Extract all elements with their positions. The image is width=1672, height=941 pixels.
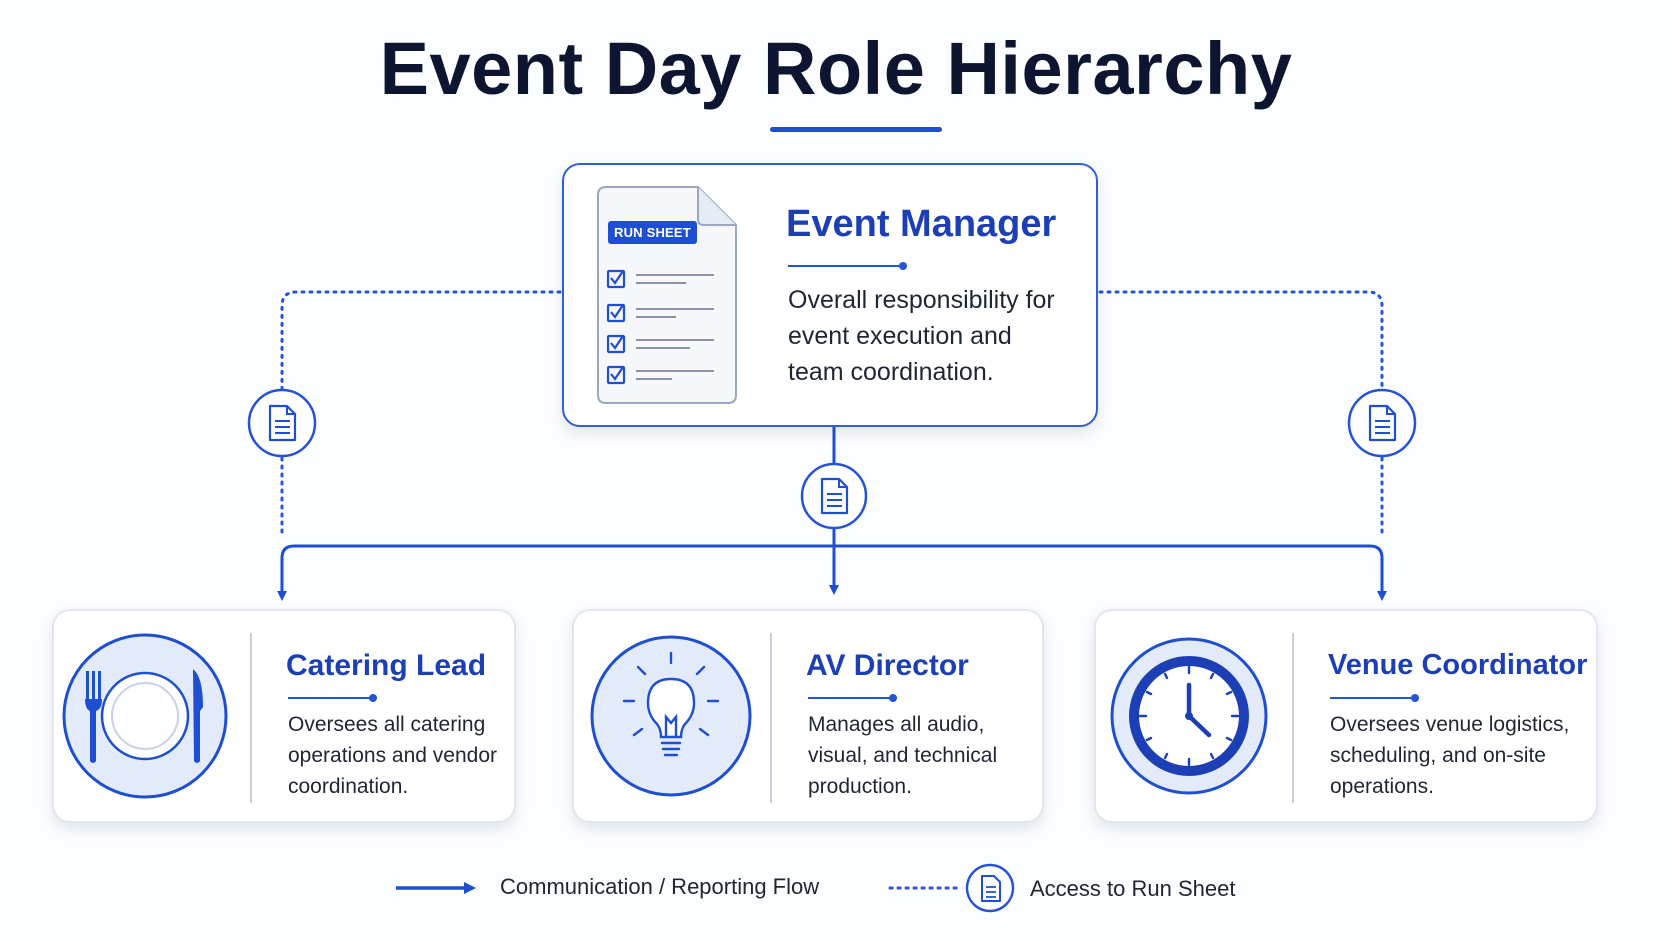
catering-lead-description: Oversees all catering operations and ven… [288,713,497,798]
legend-dotted-label: Access to Run Sheet [1030,876,1236,901]
venue-coordinator-card: Venue Coordinator Oversees venue logisti… [1094,609,1598,823]
catering-divider [250,633,252,803]
clock-icon [1110,637,1268,795]
run-sheet-document-icon [597,186,737,404]
av-divider [770,633,772,803]
av-director-card: AV Director Manages all audio, visual, a… [572,609,1044,823]
run-sheet-label: RUN SHEET [608,221,697,244]
av-director-heading: AV Director [806,649,969,682]
venue-coordinator-heading: Venue Coordinator [1328,649,1588,681]
catering-lead-heading: Catering Lead [286,649,487,682]
catering-lead-rule [288,694,377,702]
plate-fork-knife-icon [62,633,228,799]
event-manager-card: RUN SHEET Event Manager Overall responsi… [562,163,1098,427]
run-sheet-access-badge-left [247,388,317,458]
venue-coordinator-rule [1330,694,1419,702]
legend-solid-label: Communication / Reporting Flow [500,874,820,899]
lightbulb-icon [590,635,752,797]
catering-lead-card: Catering Lead Oversees all catering oper… [52,609,516,823]
event-manager-description: Overall responsibility for event executi… [788,286,1055,386]
legend-markers [396,863,1015,913]
page-title: Event Day Role Hierarchy [379,27,1293,110]
reporting-line-horizontal [280,544,1384,590]
dotted-access-line-left [280,290,562,390]
dotted-access-line-right [1098,290,1384,390]
run-sheet-access-badge-right [1347,388,1417,458]
av-director-rule [808,694,897,702]
venue-divider [1292,633,1294,803]
title-underline [770,127,942,132]
run-sheet-access-badge-center [800,462,868,530]
event-manager-rule [788,262,907,270]
legend-run-sheet-icon [965,863,1015,913]
event-manager-heading: Event Manager [786,203,1057,245]
venue-coordinator-description: Oversees venue logistics, scheduling, an… [1330,713,1570,798]
av-director-description: Manages all audio, visual, and technical… [808,713,998,798]
